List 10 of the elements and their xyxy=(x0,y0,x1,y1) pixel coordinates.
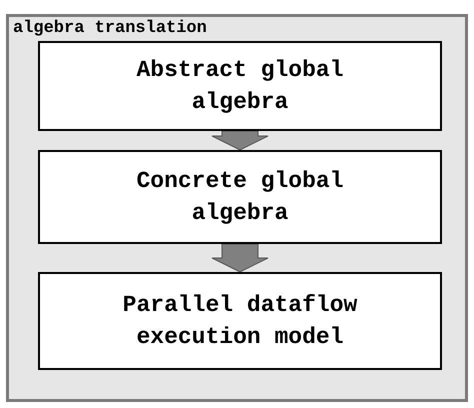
box-label: Abstract global algebra xyxy=(135,56,345,117)
box-label: Concrete global algebra xyxy=(135,167,345,228)
box-label: Parallel dataflow execution model xyxy=(122,291,358,352)
process-box xyxy=(38,272,442,370)
diagram-frame xyxy=(6,14,468,402)
block-arrow xyxy=(212,130,268,151)
process-box xyxy=(38,150,442,244)
block-arrow xyxy=(212,244,268,273)
process-box xyxy=(38,41,442,131)
frame-heading: algebra translation xyxy=(13,19,207,38)
